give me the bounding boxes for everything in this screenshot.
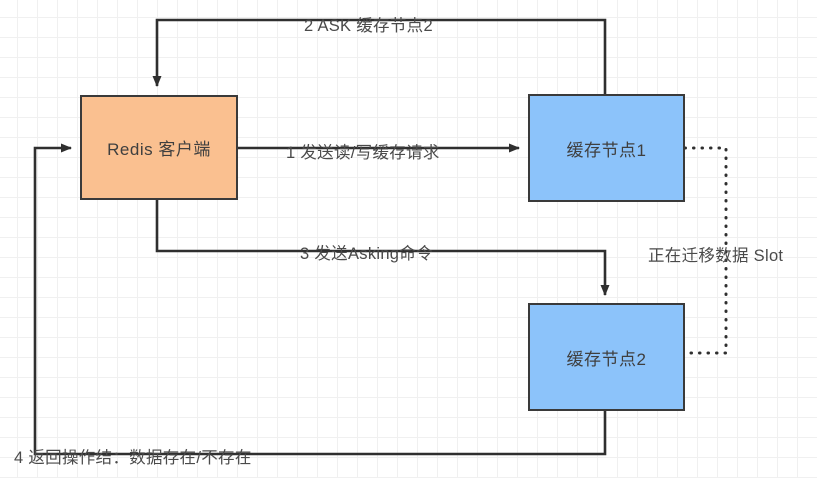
edge-label-result: 4 返回操作结：数据存在/不存在 <box>14 449 252 467</box>
connector-migrating-slot <box>683 146 728 355</box>
connector-asking <box>155 200 610 296</box>
connector-ask <box>152 18 607 94</box>
node-cache-2-label: 缓存节点2 <box>566 349 647 369</box>
node-redis-client-label: Redis 客户端 <box>107 140 211 159</box>
connector-result <box>33 143 607 456</box>
node-redis-client[interactable]: Redis 客户端 <box>80 95 238 200</box>
node-cache-1-label: 缓存节点1 <box>566 140 647 160</box>
edge-label-asking: 3 发送Asking命令 <box>300 245 433 263</box>
node-cache-2[interactable]: 缓存节点2 <box>528 303 685 411</box>
node-cache-1[interactable]: 缓存节点1 <box>528 94 685 202</box>
edge-label-request: 1 发送读/写缓存请求 <box>286 144 440 162</box>
edge-label-ask: 2 ASK 缓存节点2 <box>304 17 433 35</box>
edge-label-migrating-slot: 正在迁移数据 Slot <box>648 247 784 265</box>
